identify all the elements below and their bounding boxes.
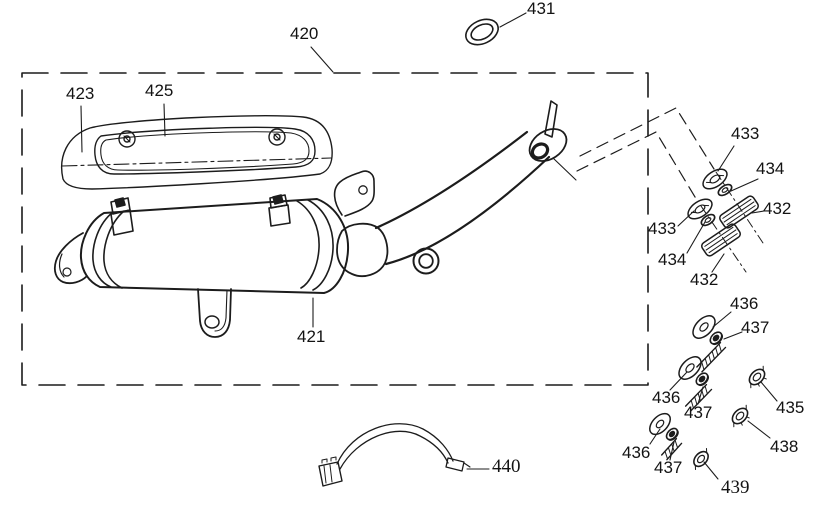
stud-bolt-438 bbox=[684, 383, 713, 412]
part-label-436-set3: 436 bbox=[622, 443, 651, 462]
leader-lines bbox=[80, 12, 778, 480]
pipe-bracket-lug bbox=[333, 170, 375, 217]
shield-screw-left bbox=[118, 130, 136, 148]
stud-bolt-439 bbox=[660, 437, 683, 461]
nut-437-set1 bbox=[709, 331, 723, 346]
part-label-433-lower: 433 bbox=[648, 219, 677, 238]
muffler-body bbox=[53, 194, 350, 338]
sensor-wire bbox=[318, 423, 471, 487]
flange-tab bbox=[544, 100, 558, 138]
stud-bolt-435 bbox=[696, 341, 727, 373]
flange-mounting-hardware bbox=[576, 107, 764, 273]
part-label-423: 423 bbox=[66, 84, 95, 103]
part-label-421: 421 bbox=[297, 327, 326, 346]
washer-433-upper bbox=[702, 168, 728, 190]
part-label-438: 438 bbox=[770, 437, 799, 456]
sleeve-bolt-432-upper bbox=[719, 195, 759, 229]
wire-cable bbox=[336, 423, 454, 465]
part-label-437-set1: 437 bbox=[741, 318, 770, 337]
nut-437-set3 bbox=[665, 427, 679, 441]
stud-head-438 bbox=[731, 404, 750, 428]
muffler-bottom-tab bbox=[197, 288, 232, 338]
part-label-425: 425 bbox=[145, 81, 174, 100]
wire-connector bbox=[318, 456, 343, 487]
muffler-bracket-right bbox=[268, 194, 291, 227]
part-label-432-lower: 432 bbox=[690, 270, 719, 289]
pipe-flange bbox=[528, 100, 577, 181]
stud-hardware-sets bbox=[649, 315, 767, 471]
part-label-434-lower: 434 bbox=[658, 250, 687, 269]
part-label-432-upper: 432 bbox=[763, 199, 792, 218]
stud-head-435 bbox=[748, 365, 767, 389]
sleeve-bolt-432-lower bbox=[701, 223, 741, 257]
part-label-431: 431 bbox=[527, 0, 556, 18]
part-label-434-upper: 434 bbox=[756, 159, 785, 178]
tailpipe bbox=[53, 232, 88, 285]
shield-centerline bbox=[61, 157, 332, 167]
exhaust-pipe bbox=[333, 100, 577, 277]
shield-screw-right bbox=[268, 128, 286, 146]
part-label-437-set3: 437 bbox=[654, 458, 683, 477]
wire-terminal bbox=[445, 457, 471, 472]
heat-shield bbox=[61, 115, 333, 190]
muffler-bracket-left bbox=[110, 197, 134, 236]
heat-shield-panel bbox=[94, 126, 316, 175]
washer-436-set2 bbox=[678, 356, 702, 380]
part-label-437-set2: 437 bbox=[684, 403, 713, 422]
part-label-435: 435 bbox=[776, 398, 805, 417]
washer-436-set3 bbox=[649, 412, 671, 436]
part-label-440: 440 bbox=[492, 456, 521, 477]
part-label-439: 439 bbox=[721, 477, 750, 498]
heat-shield-outline bbox=[61, 115, 333, 190]
part-label-420: 420 bbox=[290, 24, 319, 43]
nut-437-set2 bbox=[695, 372, 709, 387]
exhaust-gasket bbox=[465, 18, 499, 46]
spring-washer-434-upper bbox=[717, 183, 733, 197]
muffler-outline bbox=[79, 198, 350, 294]
part-label-433-upper: 433 bbox=[731, 124, 760, 143]
washer-436-set1 bbox=[692, 315, 716, 339]
part-label-436-set2: 436 bbox=[652, 388, 681, 407]
assembly-boundary-box bbox=[21, 72, 649, 386]
part-label-436-set1: 436 bbox=[730, 294, 759, 313]
pipe-mount-eyelet bbox=[412, 247, 440, 275]
